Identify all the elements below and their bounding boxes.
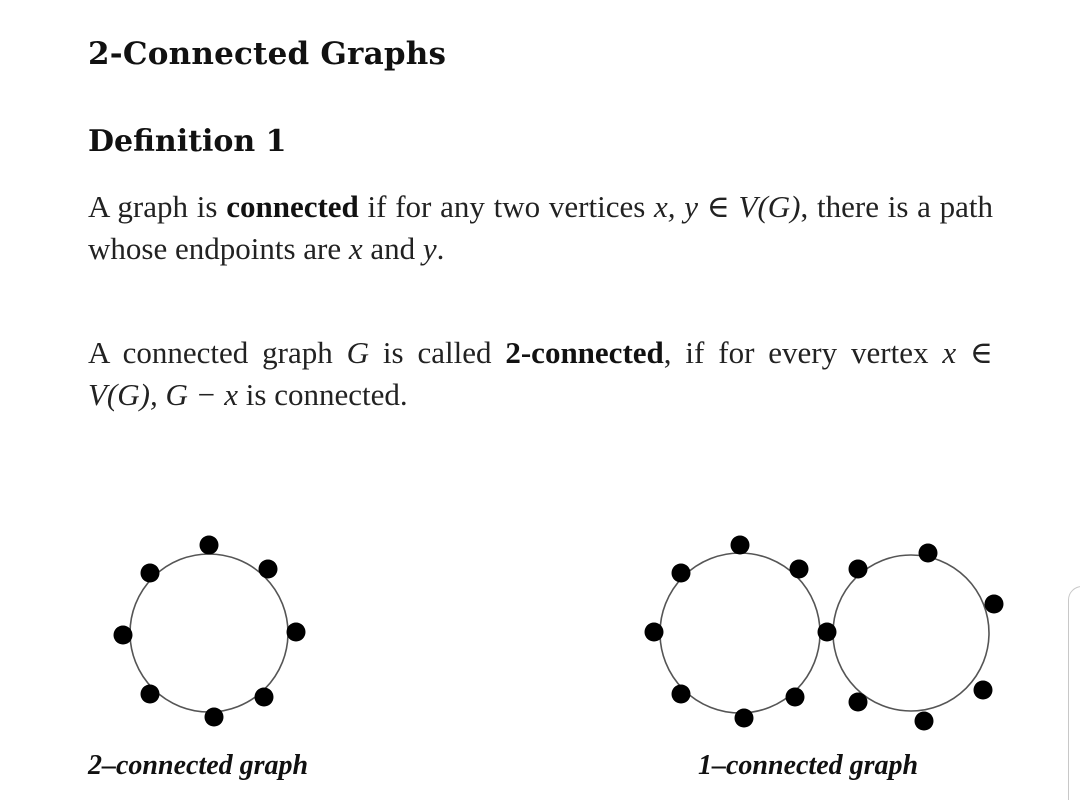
graph-vertex — [258, 559, 278, 579]
text-span: A graph is — [88, 189, 227, 224]
term-connected: connected — [226, 189, 359, 224]
side-panel-edge[interactable] — [1068, 586, 1080, 800]
graph-vertex — [671, 684, 691, 704]
text-span: , there is a path whose endpoints are — [88, 189, 994, 266]
text-span: is connected. — [238, 377, 408, 412]
graph-vertex — [734, 708, 754, 728]
graph-vertex — [789, 559, 809, 579]
graph-vertex — [254, 687, 274, 707]
definition-paragraph-2-connected: A connected graph G is called 2-connecte… — [88, 332, 993, 416]
definition-heading: Definition 1 — [88, 124, 287, 159]
graph-vertex — [785, 687, 805, 707]
graph-figures — [113, 535, 1004, 731]
graph-vertex — [973, 680, 993, 700]
graph-vertex — [204, 707, 224, 727]
graph-vertex — [918, 543, 938, 563]
graph-vertex — [848, 692, 868, 712]
graph-1-connected — [644, 535, 1004, 731]
text-span: and — [362, 231, 423, 266]
math-vertices: x, y ∈ V(G) — [654, 189, 801, 224]
graph-vertex — [984, 594, 1004, 614]
graph-vertex — [286, 622, 306, 642]
text-span: , if for every vertex — [663, 335, 943, 370]
graph-vertex — [671, 563, 691, 583]
graph-cycle — [832, 554, 990, 712]
text-span: . — [436, 231, 445, 266]
page-title: 2-Connected Graphs — [88, 36, 447, 72]
graph-cut-vertex — [817, 622, 837, 642]
term-2-connected: 2-connected — [505, 335, 664, 370]
graph-vertex — [199, 535, 219, 555]
graph-vertex — [730, 535, 750, 555]
graph-vertex — [848, 559, 868, 579]
graph-vertex — [140, 563, 160, 583]
graph-vertex — [914, 711, 934, 731]
figure-caption-left: 2–connected graph — [88, 750, 309, 781]
graph-vertex — [140, 684, 160, 704]
definition-paragraph-connected: A graph is connected if for any two vert… — [88, 186, 993, 270]
graph-2-connected — [113, 535, 306, 727]
text-span: if for any two vertices — [358, 189, 655, 224]
graph-vertex — [113, 625, 133, 645]
text-span: A connected graph — [88, 335, 347, 370]
math-G: G — [346, 335, 369, 370]
text-span: is called — [368, 335, 506, 370]
graph-vertex — [644, 622, 664, 642]
math-vertex-removal: x ∈ V(G), G − x — [88, 335, 993, 412]
figure-caption-right: 1–connected graph — [698, 750, 919, 781]
math-y: y — [422, 231, 437, 266]
math-x: x — [348, 231, 363, 266]
